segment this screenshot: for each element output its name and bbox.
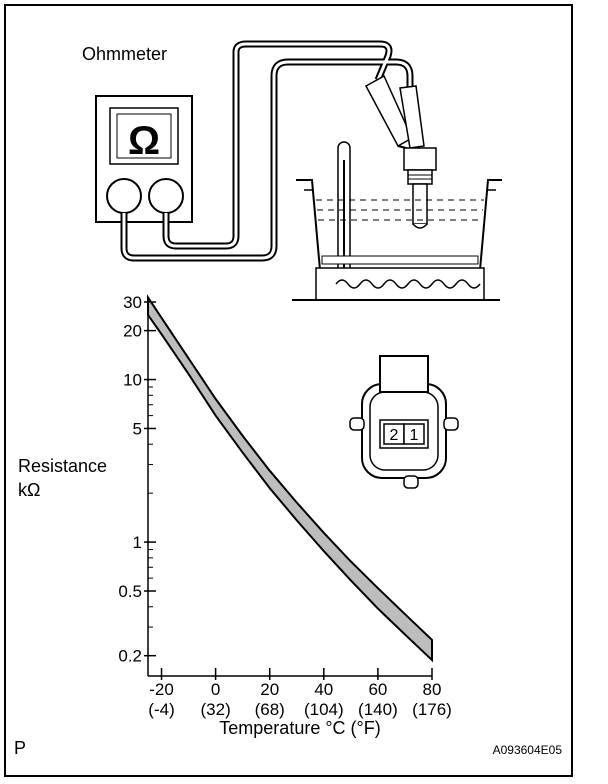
x-tick-label-celsius: 60 — [368, 680, 387, 699]
y-ticks: 30 20 10 5 1 0.5 0.2 — [118, 293, 156, 666]
x-axis-label: Temperature °C (°F) — [219, 718, 380, 738]
connector-pin-2: 2 — [390, 427, 399, 444]
y-tick-label: 1 — [133, 533, 142, 552]
corner-mark: P — [14, 738, 26, 758]
water-container — [296, 179, 502, 271]
y-minor-ticks — [148, 386, 153, 628]
x-tick-label-fahrenheit: (32) — [201, 700, 231, 719]
y-axis-label-line2: kΩ — [18, 480, 40, 500]
y-tick-label: 5 — [133, 419, 142, 438]
x-tick-label-fahrenheit: (104) — [304, 700, 344, 719]
ohmmeter-illustration: Ohmmeter Ω — [82, 44, 193, 223]
x-tick-label-fahrenheit: (140) — [358, 700, 398, 719]
x-tick-label-fahrenheit: (68) — [255, 700, 285, 719]
water-surface-lines — [316, 199, 484, 221]
figure-code: A093604E05 — [493, 743, 563, 757]
figure-border — [4, 4, 573, 777]
test-leads-inner — [122, 42, 412, 260]
connector-pin-1: 1 — [410, 427, 419, 444]
x-ticks: -20(-4) 0(32) 20(68) 40(104) 60(140) 80(176) — [148, 668, 452, 719]
x-tick-label-celsius: 20 — [260, 680, 279, 699]
y-tick-label: 0.5 — [118, 582, 142, 601]
probe-right — [399, 85, 425, 149]
resistance-band — [147, 294, 433, 663]
y-tick-label: 20 — [123, 322, 142, 341]
x-tick-label-celsius: 40 — [314, 680, 333, 699]
connector-illustration: 2 1 — [349, 355, 459, 489]
ohmmeter-label: Ohmmeter — [82, 44, 167, 64]
y-tick-label: 30 — [123, 293, 142, 312]
temperature-sensor — [403, 147, 437, 229]
ohm-symbol-icon: Ω — [128, 119, 160, 163]
y-axis-label-line1: Resistance — [18, 456, 107, 476]
x-tick-label-fahrenheit: (-4) — [148, 700, 174, 719]
x-tick-label-celsius: 0 — [211, 680, 220, 699]
x-tick-label-celsius: -20 — [149, 680, 174, 699]
y-tick-label: 10 — [123, 371, 142, 390]
x-tick-label-celsius: 80 — [423, 680, 442, 699]
ohmmeter-jack-right — [148, 178, 184, 214]
ohmmeter-display-inner — [116, 113, 172, 159]
y-tick-label: 0.2 — [118, 647, 142, 666]
heater — [292, 267, 500, 301]
ohmmeter-jack-left — [106, 178, 142, 214]
x-tick-label-fahrenheit: (176) — [412, 700, 452, 719]
